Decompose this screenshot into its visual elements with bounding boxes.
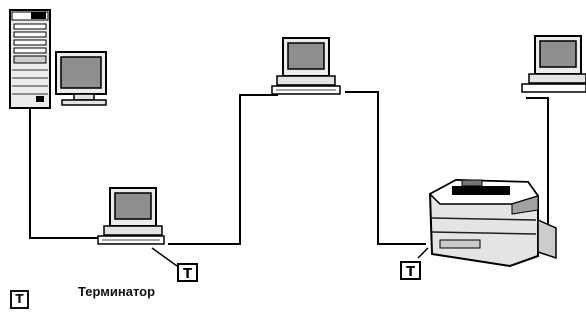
legend-terminator-label: Терминатор	[78, 284, 155, 299]
legend-terminator-letter: T	[15, 293, 23, 305]
server-tower-icon	[10, 10, 106, 108]
terminator-left: T	[152, 248, 197, 282]
workstation-computer-icon	[522, 36, 586, 92]
terminator-right: T	[401, 248, 428, 280]
terminator-letter: T	[183, 267, 192, 282]
terminator-letter: T	[406, 265, 415, 280]
workstation-computer-icon	[272, 38, 340, 94]
terminator-icon: T	[10, 290, 29, 309]
legend: T Терминатор	[10, 288, 155, 310]
workstation-computer-icon	[98, 188, 164, 244]
network-printer-icon	[430, 180, 556, 266]
